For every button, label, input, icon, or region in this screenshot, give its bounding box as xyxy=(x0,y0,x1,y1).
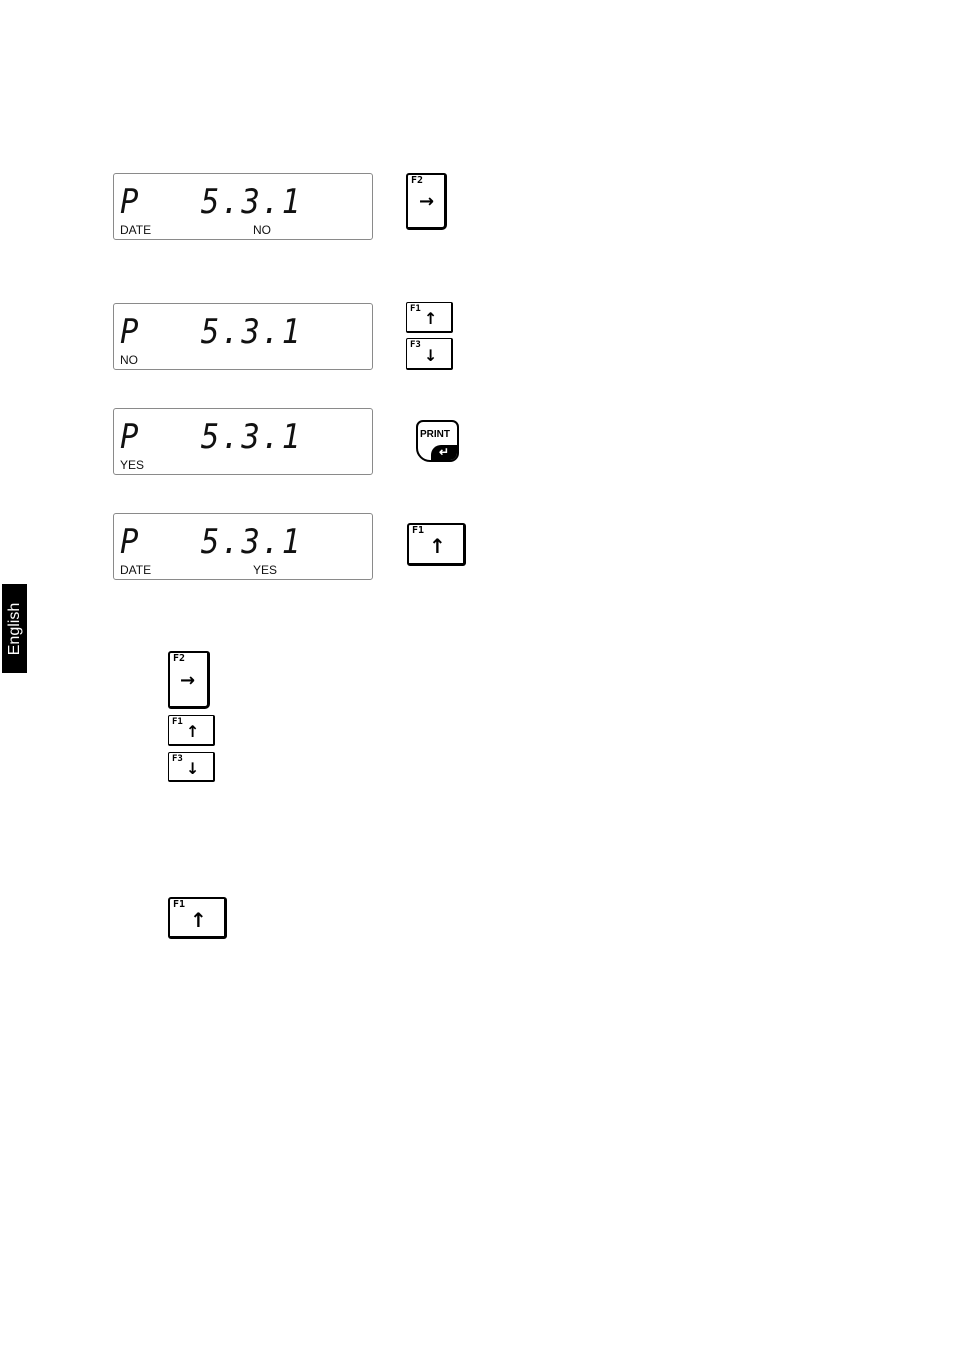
f2-key-label: F2 xyxy=(173,653,186,664)
f2-key[interactable]: F2 → xyxy=(406,173,447,230)
display-date-yes: P 5.3.1 DATE YES xyxy=(113,513,373,580)
f1-key[interactable]: F1 ↑ xyxy=(168,715,215,746)
display-label-left: DATE xyxy=(120,563,152,577)
display-date-no: P 5.3.1 DATE NO xyxy=(113,173,373,240)
f3-key-label: F3 xyxy=(410,340,421,350)
display-code: P 5.3.1 xyxy=(120,522,303,562)
f1-key-label: F1 xyxy=(412,525,425,536)
display-no: P 5.3.1 NO xyxy=(113,303,373,370)
f1-key-label: F1 xyxy=(173,899,186,910)
display-code: P 5.3.1 xyxy=(120,312,303,352)
display-label-left: NO xyxy=(120,353,138,367)
print-key[interactable]: PRINT ↵ xyxy=(416,420,459,462)
enter-icon: ↵ xyxy=(431,445,457,460)
display-label-left: DATE xyxy=(120,223,152,237)
f1-key-label: F1 xyxy=(410,304,421,314)
f1-key-label: F1 xyxy=(172,717,183,727)
f1-key[interactable]: F1 ↑ xyxy=(407,523,466,566)
display-yes: P 5.3.1 YES xyxy=(113,408,373,475)
display-label-right: NO xyxy=(253,223,271,237)
down-arrow-icon: ↓ xyxy=(424,346,438,365)
down-arrow-icon: ↓ xyxy=(186,759,200,778)
f2-key-label: F2 xyxy=(411,175,424,186)
f1-key[interactable]: F1 ↑ xyxy=(406,302,453,333)
up-arrow-icon: ↑ xyxy=(190,908,207,932)
f3-key[interactable]: F3 ↓ xyxy=(168,752,215,782)
display-code: P 5.3.1 xyxy=(120,182,303,222)
f2-key[interactable]: F2 → xyxy=(168,651,210,709)
language-tab-label: English xyxy=(5,602,23,655)
f1-key[interactable]: F1 ↑ xyxy=(168,897,227,939)
display-code: P 5.3.1 xyxy=(120,417,303,457)
right-arrow-icon: → xyxy=(180,670,196,691)
print-key-label: PRINT xyxy=(420,429,450,440)
language-tab: English xyxy=(2,584,27,673)
up-arrow-icon: ↑ xyxy=(429,534,446,558)
display-label-left: YES xyxy=(120,458,145,472)
display-label-right: YES xyxy=(253,563,278,577)
up-arrow-icon: ↑ xyxy=(424,309,438,328)
f3-key[interactable]: F3 ↓ xyxy=(406,338,453,370)
right-arrow-icon: → xyxy=(419,191,435,212)
up-arrow-icon: ↑ xyxy=(186,722,200,741)
f3-key-label: F3 xyxy=(172,754,183,764)
